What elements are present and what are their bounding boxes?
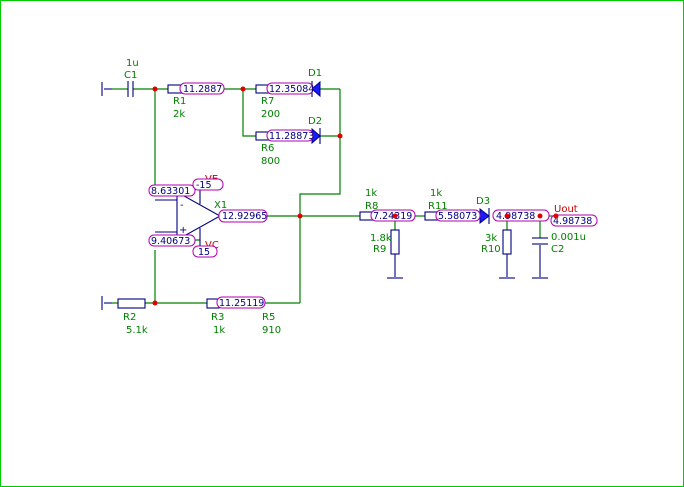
- resistor-r2[interactable]: R2 5.1k: [117, 298, 148, 336]
- probe-value: 11.28873: [269, 131, 314, 142]
- probe-badge: [266, 82, 314, 95]
- diode-triangle: [479, 207, 490, 225]
- junction-node[interactable]: [553, 213, 559, 219]
- probe-r5[interactable]: 11.25119: [216, 296, 266, 309]
- r11-name: R11: [428, 201, 448, 212]
- probe-badge: [148, 184, 196, 197]
- probe-vc[interactable]: 15: [192, 245, 218, 258]
- probe-inverting[interactable]: 8.63301: [148, 184, 196, 197]
- d1-name: D1: [308, 68, 322, 79]
- r5-name: R5: [262, 312, 275, 323]
- probe-badge: [148, 234, 196, 247]
- pin-minus: -: [180, 200, 184, 211]
- probe-ve[interactable]: -15: [192, 178, 224, 191]
- r11-value: 1k: [430, 188, 442, 199]
- probe-value: 4.98738: [553, 216, 592, 227]
- junction-node[interactable]: [152, 300, 158, 306]
- r3-value: 1k: [213, 325, 225, 336]
- probe-r6[interactable]: 11.28873: [266, 129, 314, 142]
- r8-value: 1k: [365, 188, 377, 199]
- junction-node[interactable]: [297, 213, 303, 219]
- wire[interactable]: [299, 89, 341, 216]
- capacitor-c1[interactable]: 1u C1: [124, 58, 139, 97]
- junction-node[interactable]: [537, 213, 543, 219]
- r7-value: 200: [261, 109, 280, 120]
- probe-value: 11.25119: [219, 298, 264, 309]
- r6-name: R6: [261, 143, 274, 154]
- junction-node[interactable]: [392, 213, 398, 219]
- probe-noninverting[interactable]: 9.40673: [148, 234, 196, 247]
- junction-node[interactable]: [152, 86, 158, 92]
- diode-triangle: [311, 80, 321, 98]
- r9-value: 1.8k: [370, 233, 392, 244]
- probe-badge: [179, 82, 225, 95]
- nodes: [152, 86, 559, 306]
- r1-value: 2k: [173, 109, 185, 120]
- probe-r11[interactable]: 5.58073: [435, 209, 481, 222]
- d3-name: D3: [476, 196, 490, 207]
- r1-name: R1: [173, 96, 186, 107]
- wire[interactable]: [242, 89, 256, 137]
- uout-name: Uout: [554, 204, 578, 215]
- r2-value: 5.1k: [126, 325, 148, 336]
- resistor-r10[interactable]: 3k R10: [481, 229, 512, 255]
- probe-badge: [192, 245, 218, 258]
- resistor-body: [502, 229, 512, 255]
- r9-name: R9: [373, 244, 386, 255]
- x1-name: X1: [214, 200, 227, 211]
- opamp-triangle: [176, 191, 222, 241]
- probe-uout[interactable]: 4.98738: [550, 214, 598, 227]
- probe-badge: [266, 129, 314, 142]
- probe-opamp-out[interactable]: 12.92965: [218, 209, 268, 223]
- probe-value: 12.35084: [269, 84, 314, 95]
- junction-node[interactable]: [337, 133, 343, 139]
- probe-badge: [218, 209, 268, 223]
- r6-value: 800: [261, 156, 280, 167]
- probe-value: 9.40673: [151, 236, 190, 247]
- resistor-body: [390, 229, 400, 255]
- probe-r1[interactable]: 11.2887: [179, 82, 225, 95]
- resistor-r9[interactable]: 1.8k R9: [370, 229, 400, 255]
- junction-node[interactable]: [240, 86, 246, 92]
- probe-r7[interactable]: 12.35084: [266, 82, 314, 95]
- resistor-body: [117, 298, 146, 309]
- probe-value: 15: [198, 247, 210, 258]
- pin-plus: +: [179, 225, 187, 236]
- c1-value: 1u: [126, 58, 139, 69]
- r7-name: R7: [261, 96, 274, 107]
- c2-value: 0.001u: [551, 232, 586, 243]
- probe-value: 4.98738: [496, 211, 535, 222]
- junction-node[interactable]: [504, 213, 510, 219]
- c2-name: C2: [551, 244, 564, 255]
- probe-value: 12.92965: [222, 211, 267, 222]
- probe-value: 8.63301: [151, 186, 190, 197]
- d2-name: D2: [308, 116, 322, 127]
- probe-value: 5.58073: [438, 211, 477, 222]
- c1-name: C1: [124, 70, 137, 81]
- r3-name: R3: [211, 312, 224, 323]
- r5-value: 910: [262, 325, 281, 336]
- probe-badge: [435, 209, 481, 222]
- probe-value: -15: [196, 180, 212, 191]
- r2-name: R2: [123, 312, 136, 323]
- probe-value: 11.2887: [183, 84, 222, 95]
- probe-badge: [550, 214, 598, 227]
- r10-name: R10: [481, 244, 501, 255]
- diode-d1[interactable]: D1: [308, 68, 322, 98]
- capacitor-c2[interactable]: 0.001u C2: [532, 232, 586, 255]
- probe-badge: [192, 178, 224, 191]
- resistor-r5[interactable]: R5 910: [262, 312, 281, 336]
- probe-badge: [216, 296, 266, 309]
- r10-value: 3k: [485, 233, 497, 244]
- grounds: [101, 82, 548, 310]
- r8-name: R8: [365, 201, 378, 212]
